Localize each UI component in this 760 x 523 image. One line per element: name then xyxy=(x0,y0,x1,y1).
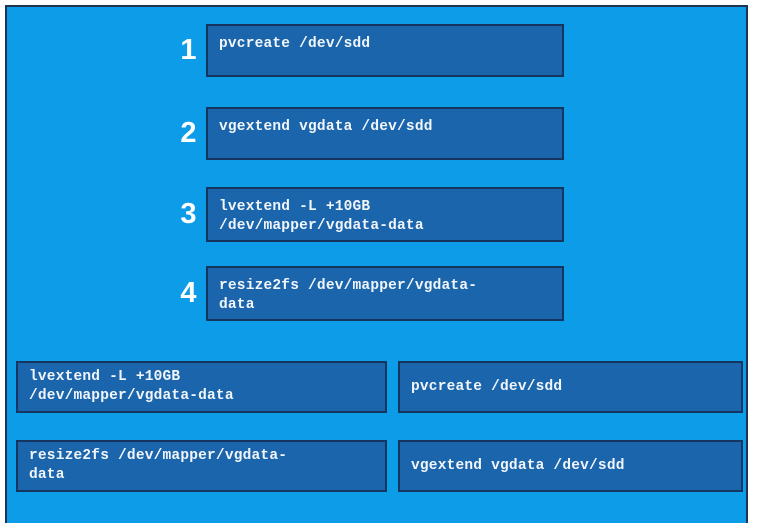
step-number-1: 1 xyxy=(180,34,196,66)
bank-command-resize2fs[interactable]: resize2fs /dev/mapper/vgdata- data xyxy=(16,440,387,492)
exercise-canvas: 1 pvcreate /dev/sdd 2 vgextend vgdata /d… xyxy=(5,5,748,523)
step-number-3: 3 xyxy=(180,198,196,230)
dropzone-slot-3[interactable]: lvextend -L +10GB /dev/mapper/vgdata-dat… xyxy=(206,187,564,242)
step-number-2: 2 xyxy=(180,117,196,149)
bank-command-vgextend[interactable]: vgextend vgdata /dev/sdd xyxy=(398,440,743,492)
dropzone-row-3: 3 lvextend -L +10GB /dev/mapper/vgdata-d… xyxy=(7,187,750,242)
bank-item[interactable]: vgextend vgdata /dev/sdd xyxy=(398,440,750,492)
bank-command-lvextend[interactable]: lvextend -L +10GB /dev/mapper/vgdata-dat… xyxy=(16,361,387,413)
dropzone-row-2: 2 vgextend vgdata /dev/sdd xyxy=(7,107,750,160)
dropzone-slot-1[interactable]: pvcreate /dev/sdd xyxy=(206,24,564,77)
bank-item[interactable]: pvcreate /dev/sdd xyxy=(398,361,750,413)
answer-bank: lvextend -L +10GB /dev/mapper/vgdata-dat… xyxy=(7,355,750,523)
bank-command-pvcreate[interactable]: pvcreate /dev/sdd xyxy=(398,361,743,413)
dropzone-slot-4[interactable]: resize2fs /dev/mapper/vgdata- data xyxy=(206,266,564,321)
bank-item[interactable]: resize2fs /dev/mapper/vgdata- data xyxy=(16,440,387,492)
dropzone-slot-2[interactable]: vgextend vgdata /dev/sdd xyxy=(206,107,564,160)
step-number-4: 4 xyxy=(180,277,196,309)
dropzone-row-1: 1 pvcreate /dev/sdd xyxy=(7,24,750,77)
dropzone-row-4: 4 resize2fs /dev/mapper/vgdata- data xyxy=(7,266,750,321)
bank-item[interactable]: lvextend -L +10GB /dev/mapper/vgdata-dat… xyxy=(16,361,387,413)
